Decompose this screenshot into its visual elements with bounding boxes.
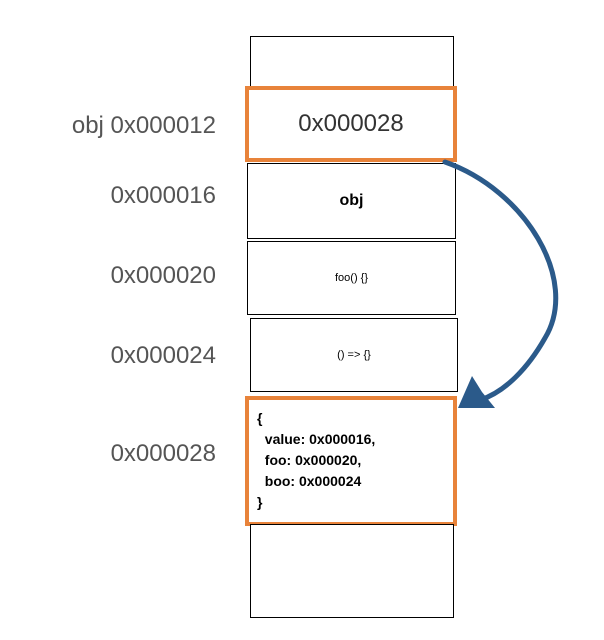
memory-cell-0x000012: 0x000028 [245, 86, 457, 162]
cell-value-foo-function: foo() {} [334, 272, 369, 284]
memory-cell-empty-top [250, 36, 454, 88]
cell-value-arrow-function: () => {} [337, 349, 371, 361]
address-label-0x000028: 0x000028 [110, 440, 216, 467]
memory-cell-0x000024: () => {} [250, 318, 458, 392]
memory-cell-empty-bottom [250, 524, 454, 618]
arrowhead-icon [458, 376, 495, 408]
address-label-obj-0x000012: obj 0x000012 [71, 112, 216, 139]
arrow-curve [442, 159, 559, 403]
address-label-0x000020: 0x000020 [110, 262, 216, 289]
cell-value-0x000028: 0x000028 [298, 110, 404, 137]
memory-cell-0x000028: { value: 0x000016, foo: 0x000020, boo: 0… [245, 396, 457, 526]
memory-cell-0x000020: foo() {} [247, 241, 456, 315]
address-label-0x000016: 0x000016 [110, 182, 216, 209]
address-label-0x000024: 0x000024 [110, 342, 216, 369]
memory-cell-0x000016: obj [247, 163, 456, 239]
cell-value-obj: obj [339, 192, 364, 209]
object-literal-text: { value: 0x000016, foo: 0x000020, boo: 0… [257, 410, 376, 510]
